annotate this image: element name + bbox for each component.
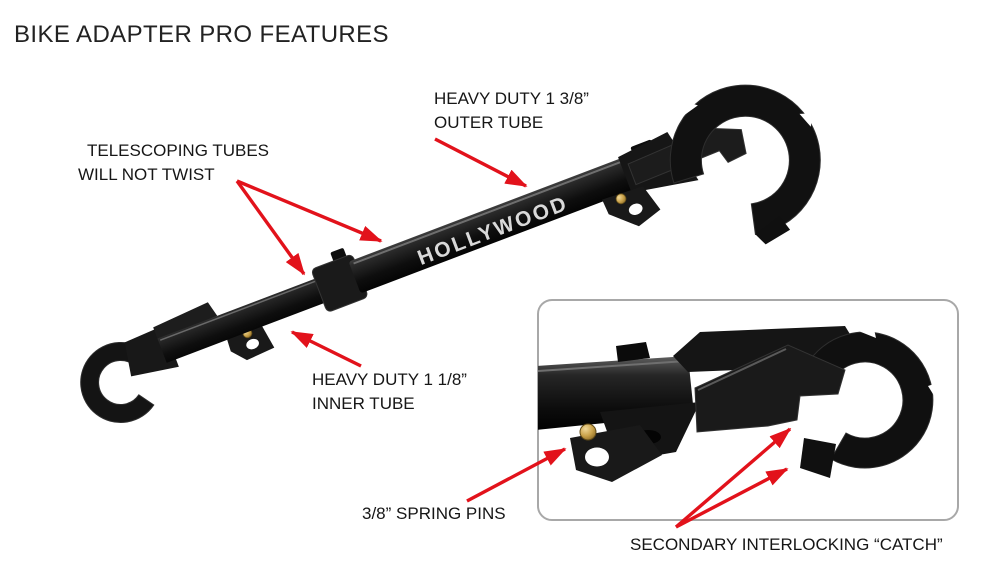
inset-scallop-2: [914, 344, 934, 364]
arrow-outer-tube: [434, 137, 528, 188]
arrow-inner-tube: [290, 330, 362, 368]
inset-pin-tab: [570, 425, 662, 482]
left-top-plate: [153, 302, 218, 341]
inset-tab-hole: [585, 447, 609, 467]
hook-scallop-3: [799, 113, 813, 127]
inset-arm-highlight: [697, 348, 787, 391]
page-title: BIKE ADAPTER PRO FEATURES: [14, 21, 389, 48]
inner-tube-shape: [157, 276, 331, 363]
callout-telescoping-line1: TELESCOPING TUBES: [87, 141, 270, 160]
left-tab-hole: [246, 338, 259, 350]
right-spring-pin: [615, 193, 627, 205]
inset-spring-pin: [579, 423, 597, 441]
arrow-telescoping-2: [236, 179, 383, 243]
callout-telescoping: TELESCOPING TUBES WILL NOT TWIST: [78, 139, 269, 187]
inset-tube-nub: [616, 342, 650, 362]
inset-hook-shape: [805, 331, 934, 469]
inset-tube-highlight: [538, 360, 687, 372]
callout-telescoping-line2: WILL NOT TWIST: [78, 165, 215, 184]
outer-tube-shape: [349, 148, 659, 293]
inset-jaw-step: [800, 438, 836, 478]
outer-tube-highlight: [353, 151, 646, 265]
right-tab-hole: [628, 203, 643, 215]
right-hook-shape: [669, 84, 821, 235]
callout-inner-tube-line2: INNER TUBE: [312, 394, 415, 413]
inset-scallop-3: [928, 382, 940, 402]
arrow-telescoping-1: [235, 180, 306, 276]
callout-inner-tube-line1: HEAVY DUTY 1 1/8”: [312, 370, 467, 389]
callout-spring-pins-label: 3/8” SPRING PINS: [362, 504, 506, 523]
arrow-catch-1: [674, 427, 792, 529]
hook-scallop-1: [678, 101, 698, 120]
inset-catch-arm: [694, 344, 846, 433]
callout-interlock-catch: SECONDARY INTERLOCKING “CATCH”: [630, 533, 943, 557]
inner-tube-highlight: [159, 279, 320, 341]
right-hook-jaw-step: [755, 215, 791, 245]
hook-scallop-2: [745, 74, 766, 87]
callout-spring-pins: 3/8” SPRING PINS: [362, 502, 506, 526]
arrow-catch-2: [675, 467, 789, 529]
callout-arrows: [235, 137, 792, 529]
callout-outer-tube: HEAVY DUTY 1 3/8” OUTER TUBE: [434, 87, 589, 135]
inset-scallop-1: [856, 320, 876, 338]
inset-detail-image: [537, 299, 959, 521]
arrow-spring-pins: [466, 447, 567, 503]
callout-interlock-catch-label: SECONDARY INTERLOCKING “CATCH”: [630, 535, 943, 554]
callout-outer-tube-line2: OUTER TUBE: [434, 113, 544, 132]
callout-inner-tube: HEAVY DUTY 1 1/8” INNER TUBE: [312, 368, 467, 416]
callout-outer-tube-line1: HEAVY DUTY 1 3/8”: [434, 89, 589, 108]
